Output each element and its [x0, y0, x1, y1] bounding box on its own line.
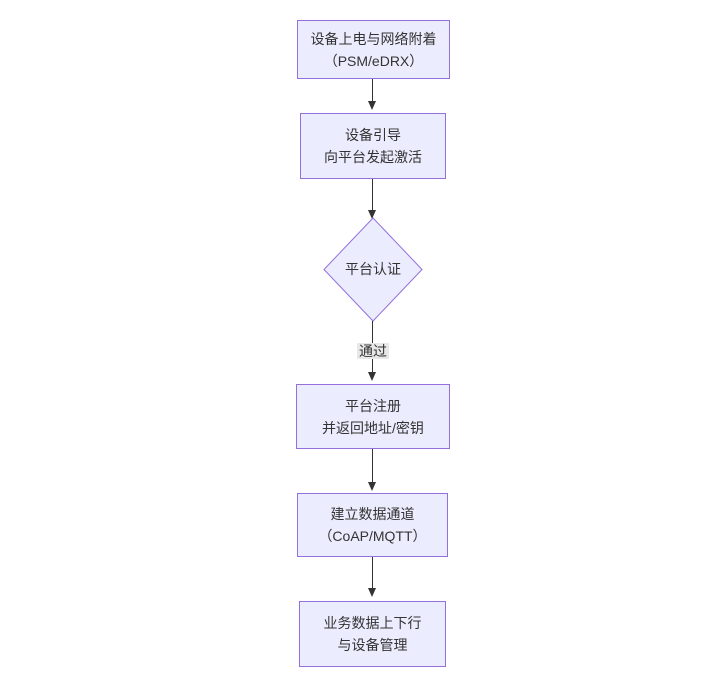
node-power-attach: 设备上电与网络附着 （PSM/eDRX）: [297, 20, 450, 79]
edge-register-to-channel: [368, 449, 377, 491]
node-text-line: 业务数据上下行: [323, 615, 422, 631]
edge-channel-to-business: [368, 557, 377, 597]
edge-label-pass: 通过: [357, 343, 389, 359]
edge-line: [372, 79, 373, 102]
diamond-shape: [323, 217, 423, 322]
arrowhead-icon: [368, 210, 376, 219]
node-bootstrap: 设备引导 向平台发起激活: [300, 113, 446, 179]
edge-bootstrap-to-auth: [368, 179, 377, 219]
edge-power-to-bootstrap: [368, 79, 377, 110]
edge-line: [372, 179, 373, 211]
node-text-line: 建立数据通道: [330, 506, 415, 522]
edge-line: [372, 449, 373, 483]
arrowhead-icon: [368, 372, 376, 381]
node-text-line: 设备引导: [345, 127, 401, 143]
node-text-line: 向平台发起激活: [324, 149, 422, 165]
arrowhead-icon: [368, 482, 376, 491]
node-text-line: （PSM/eDRX）: [323, 52, 424, 69]
edge-line: [372, 557, 373, 589]
node-business-data: 业务数据上下行 与设备管理: [299, 601, 446, 667]
arrowhead-icon: [368, 101, 376, 110]
node-data-channel: 建立数据通道 （CoAP/MQTT）: [297, 493, 448, 557]
node-text-line: 与设备管理: [337, 637, 408, 653]
node-platform-register: 平台注册 并返回地址/密钥: [296, 384, 450, 449]
node-text-line: 平台认证: [345, 261, 401, 277]
node-text-line: 平台注册: [345, 397, 401, 414]
node-text-line: 设备上电与网络附着: [310, 30, 437, 47]
node-platform-auth: [323, 217, 423, 322]
node-text-line: 并返回地址/密钥: [322, 419, 424, 436]
arrowhead-icon: [368, 588, 376, 597]
node-text-line: （CoAP/MQTT）: [318, 528, 427, 544]
